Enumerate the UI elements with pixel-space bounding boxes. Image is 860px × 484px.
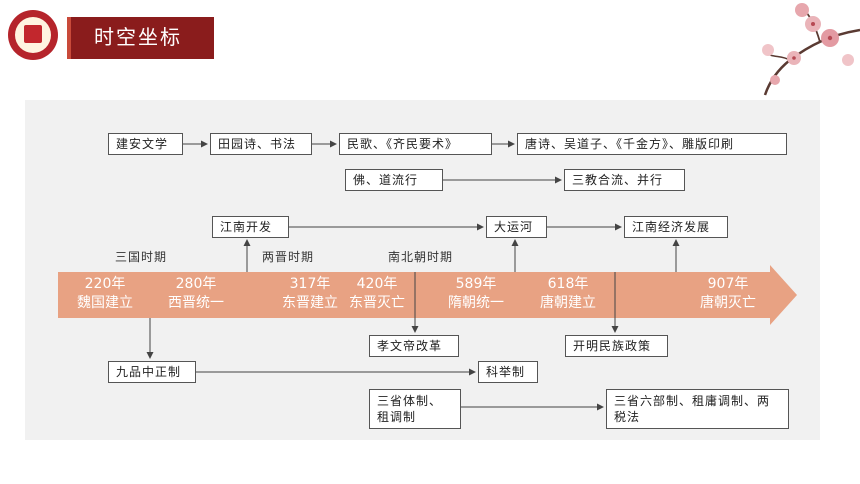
box-three-departments: 三省体制、租调制: [369, 389, 461, 429]
plum-blossom-decoration: [762, 3, 860, 96]
box-jiangnan-economy: 江南经济发展: [624, 216, 728, 238]
logo-mark-icon: [24, 25, 42, 43]
box-three-departments-six-ministries: 三省六部制、租庸调制、两税法: [606, 389, 789, 429]
page-title: 时空坐标: [94, 25, 182, 49]
box-folk-songs: 民歌、《齐民要术》: [339, 133, 492, 155]
timeline-event-589: 隋朝统一: [448, 295, 504, 311]
box-grand-canal: 大运河: [486, 216, 547, 238]
timeline-year-317: 317年: [289, 276, 331, 292]
timeline-year-220: 220年: [84, 276, 126, 292]
timeline-event-317: 东晋建立: [282, 295, 338, 311]
timeline-arrow: [58, 265, 797, 325]
box-jianan-literature: 建安文学: [108, 133, 183, 155]
timeline-year-618: 618年: [547, 276, 589, 292]
timeline-event-280: 西晋统一: [168, 295, 224, 311]
timeline-event-907: 唐朝灭亡: [700, 295, 756, 311]
timeline-year-907: 907年: [707, 276, 749, 292]
box-pastoral-poetry: 田园诗、书法: [210, 133, 312, 155]
logo-emblem: [15, 17, 51, 53]
box-xiaowen-reform: 孝文帝改革: [369, 335, 459, 357]
school-logo: [8, 10, 58, 60]
timeline-event-618: 唐朝建立: [540, 295, 596, 311]
box-jiangnan-development: 江南开发: [212, 216, 289, 238]
box-three-teachings: 三教合流、并行: [564, 169, 685, 191]
diagram-panel: 建安文学 田园诗、书法 民歌、《齐民要术》 唐诗、吴道子、《千金方》、雕版印刷 …: [25, 100, 820, 440]
box-nine-rank-system: 九品中正制: [108, 361, 196, 383]
title-accent: [67, 17, 71, 59]
box-tang-poetry: 唐诗、吴道子、《千金方》、雕版印刷: [517, 133, 787, 155]
period-jin: 两晋时期: [262, 250, 315, 264]
timeline-event-420: 东晋灭亡: [349, 295, 405, 311]
timeline-year-589: 589年: [455, 276, 497, 292]
connector-lines: [58, 140, 797, 411]
period-northern-southern: 南北朝时期: [388, 250, 454, 264]
timeline-year-420: 420年: [356, 276, 398, 292]
period-three-kingdoms: 三国时期: [115, 250, 168, 264]
timeline-year-280: 280年: [175, 276, 217, 292]
box-buddhism-taoism: 佛、道流行: [345, 169, 443, 191]
box-ethnic-policy: 开明民族政策: [565, 335, 668, 357]
box-imperial-exam: 科举制: [478, 361, 538, 383]
timeline-event-220: 魏国建立: [77, 295, 133, 311]
title-bar: [67, 17, 214, 59]
